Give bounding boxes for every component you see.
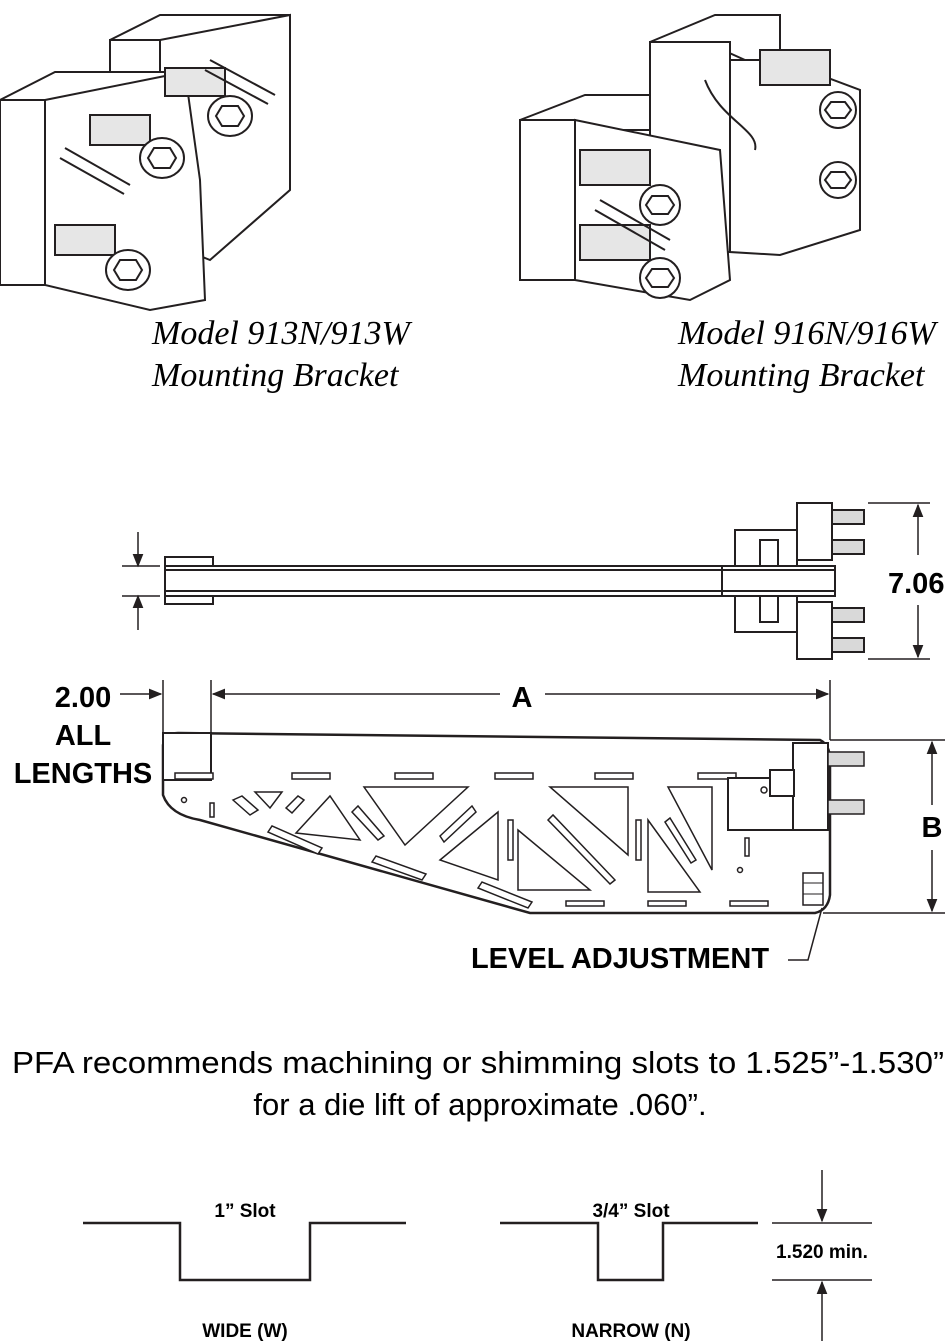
bracket-916-illustration: [519, 14, 861, 302]
bracket-913-illustration: [0, 13, 291, 312]
caption-916-model: Model 916N/916W: [677, 315, 938, 352]
offset-lengths-label: LENGTHS: [14, 758, 153, 790]
height-b-label: B: [922, 812, 943, 844]
height-7-06-dimension: [868, 502, 930, 660]
slot-depth-dimension: [772, 1170, 872, 1341]
narrow-slot-type-label: NARROW (N): [571, 1321, 690, 1341]
level-adjustment-leader: [788, 907, 823, 961]
wide-slot-type-label: WIDE (W): [202, 1321, 287, 1341]
caption-913-model: Model 913N/913W: [151, 315, 412, 352]
caption-913-desc: Mounting Bracket: [151, 357, 400, 394]
wide-slot-size-label: 1” Slot: [214, 1201, 276, 1222]
side-view: [161, 731, 865, 915]
length-dimension: [120, 680, 831, 740]
level-adjustment-label: LEVEL ADJUSTMENT: [471, 943, 769, 975]
wide-slot-profile: [83, 1221, 406, 1282]
length-a-label: A: [512, 682, 533, 714]
offset-all-label: ALL: [55, 720, 111, 752]
height-7-06-label: 7.06: [888, 568, 944, 600]
top-view: [164, 502, 865, 660]
narrow-slot-profile: [500, 1221, 758, 1282]
caption-916-desc: Mounting Bracket: [677, 357, 926, 394]
narrow-slot-size-label: 3/4” Slot: [592, 1201, 670, 1222]
slot-depth-label: 1.520 min.: [776, 1242, 868, 1263]
recommendation-note-line1: PFA recommends machining or shimming slo…: [12, 1045, 944, 1080]
thickness-dimension: [122, 532, 160, 630]
offset-2-00-label: 2.00: [55, 682, 111, 714]
height-b-dimension: [823, 739, 945, 914]
recommendation-note-line2: for a die lift of approximate .060”.: [253, 1087, 706, 1122]
